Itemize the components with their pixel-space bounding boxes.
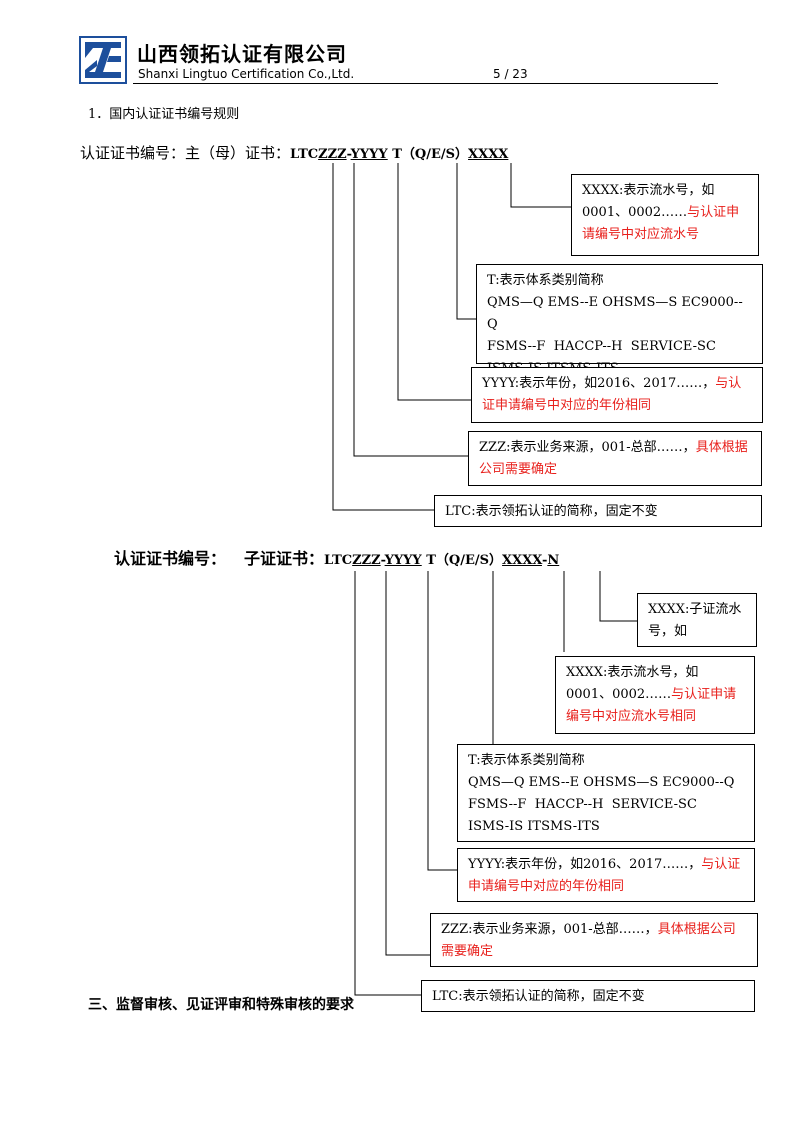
- main-box-serial-red: 与认证申请编号中对应流水号: [582, 205, 740, 242]
- sub-box-ltc: LTC:表示领拓认证的简称，固定不变: [421, 980, 755, 1012]
- main-box-serial-text: XXXX:表示流水号，如0001、0002……: [582, 183, 715, 220]
- page-number: 5 / 23: [493, 67, 528, 81]
- main-box-business-source-red: 具体根据公司需要确定: [479, 440, 748, 477]
- sub-code-t: T: [421, 553, 436, 568]
- header-rule: [133, 83, 718, 84]
- company-name-en: Shanxi Lingtuo Certification Co.,Ltd.: [138, 67, 355, 81]
- sub-box-business-source: ZZZ:表示业务来源，001-总部……，具体根据公司需要确定: [430, 913, 758, 967]
- main-code-xxxx: XXXX: [468, 147, 509, 162]
- sub-box-serial-text: XXXX:表示流水号，如0001、0002……: [566, 665, 699, 702]
- sub-box-ltc-text: LTC:表示领拓认证的简称，固定不变: [432, 989, 645, 1004]
- sub-box-year-red: 与认证申请编号中对应的年份相同: [468, 857, 741, 894]
- sub-code-n: N: [547, 553, 560, 568]
- sub-cert-line: 认证证书编号：子证证书：LTCZZZ-YYYY T（Q/E/S）XXXX-N: [114, 545, 559, 569]
- main-box-system-type: T:表示体系类别简称 QMS—Q EMS--E OHSMS—S EC9000--…: [476, 264, 763, 376]
- main-cert-prefix: 认证证书编号：主（母）证书：: [80, 144, 291, 162]
- sub-box-serial: XXXX:表示流水号，如0001、0002……与认证申请编号中对应流水号相同: [555, 656, 755, 734]
- sub-code-ltc: LTC: [324, 553, 353, 568]
- sub-box-business-source-red: 具体根据公司需要确定: [441, 922, 736, 959]
- main-box-year-text: YYYY:表示年份，如2016、2017……，: [482, 376, 716, 391]
- sub-box-system-type-text: T:表示体系类别简称 QMS—Q EMS--E OHSMS—S EC9000--…: [468, 753, 735, 834]
- sub-code-yyyy: YYYY: [384, 553, 422, 568]
- sub-code-xxxx: XXXX: [502, 553, 542, 568]
- main-code-ltc: LTC: [290, 147, 319, 162]
- sub-box-serial-red: 与认证申请编号中对应流水号相同: [566, 687, 737, 724]
- main-box-business-source-text: ZZZ:表示业务来源，001-总部……，: [479, 440, 696, 455]
- sub-box-system-type: T:表示体系类别简称 QMS—Q EMS--E OHSMS—S EC9000--…: [457, 744, 755, 842]
- sub-box-sub-serial-text: XXXX:子证流水号，如: [648, 602, 742, 639]
- main-box-business-source: ZZZ:表示业务来源，001-总部……，具体根据公司需要确定: [468, 431, 762, 486]
- sub-code-dash1: -: [380, 553, 385, 568]
- sub-code-qes: （Q/E/S）: [435, 553, 503, 568]
- company-logo: [79, 36, 127, 84]
- main-code-dash: -: [346, 147, 351, 162]
- sub-cert-prefix: 认证证书编号：: [114, 549, 227, 568]
- sub-box-business-source-text: ZZZ:表示业务来源，001-总部……，: [441, 922, 658, 937]
- sub-code-zzz: ZZZ: [352, 553, 381, 568]
- main-box-system-type-text: T:表示体系类别简称 QMS—Q EMS--E OHSMS—S EC9000--…: [487, 273, 743, 376]
- sub-box-sub-serial: XXXX:子证流水号，如: [637, 593, 757, 647]
- main-box-ltc: LTC:表示领拓认证的简称，固定不变: [434, 495, 762, 527]
- main-code-qes: （Q/E/S）: [401, 147, 469, 162]
- sub-box-year-text: YYYY:表示年份，如2016、2017……，: [468, 857, 702, 872]
- section-three-heading: 三、监督审核、见证评审和特殊审核的要求: [88, 997, 354, 1013]
- main-box-ltc-text: LTC:表示领拓认证的简称，固定不变: [445, 504, 658, 519]
- main-box-serial: XXXX:表示流水号，如0001、0002……与认证申请编号中对应流水号: [571, 174, 759, 256]
- sub-box-year: YYYY:表示年份，如2016、2017……，与认证申请编号中对应的年份相同: [457, 848, 755, 902]
- main-code-zzz: ZZZ: [318, 147, 347, 162]
- main-box-year-red: 与认证申请编号中对应的年份相同: [482, 376, 742, 413]
- main-cert-line: 认证证书编号：主（母）证书：LTCZZZ-YYYY T（Q/E/S）XXXX: [80, 142, 508, 163]
- main-code-yyyy: YYYY: [350, 147, 388, 162]
- sub-cert-label: 子证证书：: [244, 549, 325, 568]
- main-code-t: T: [387, 147, 402, 162]
- section-heading: 1．国内认证证书编号规则: [88, 107, 240, 122]
- main-box-year: YYYY:表示年份，如2016、2017……，与认证申请编号中对应的年份相同: [471, 367, 763, 423]
- sub-code-dash2: -: [541, 553, 548, 568]
- company-name-cn: 山西领拓认证有限公司: [137, 42, 347, 66]
